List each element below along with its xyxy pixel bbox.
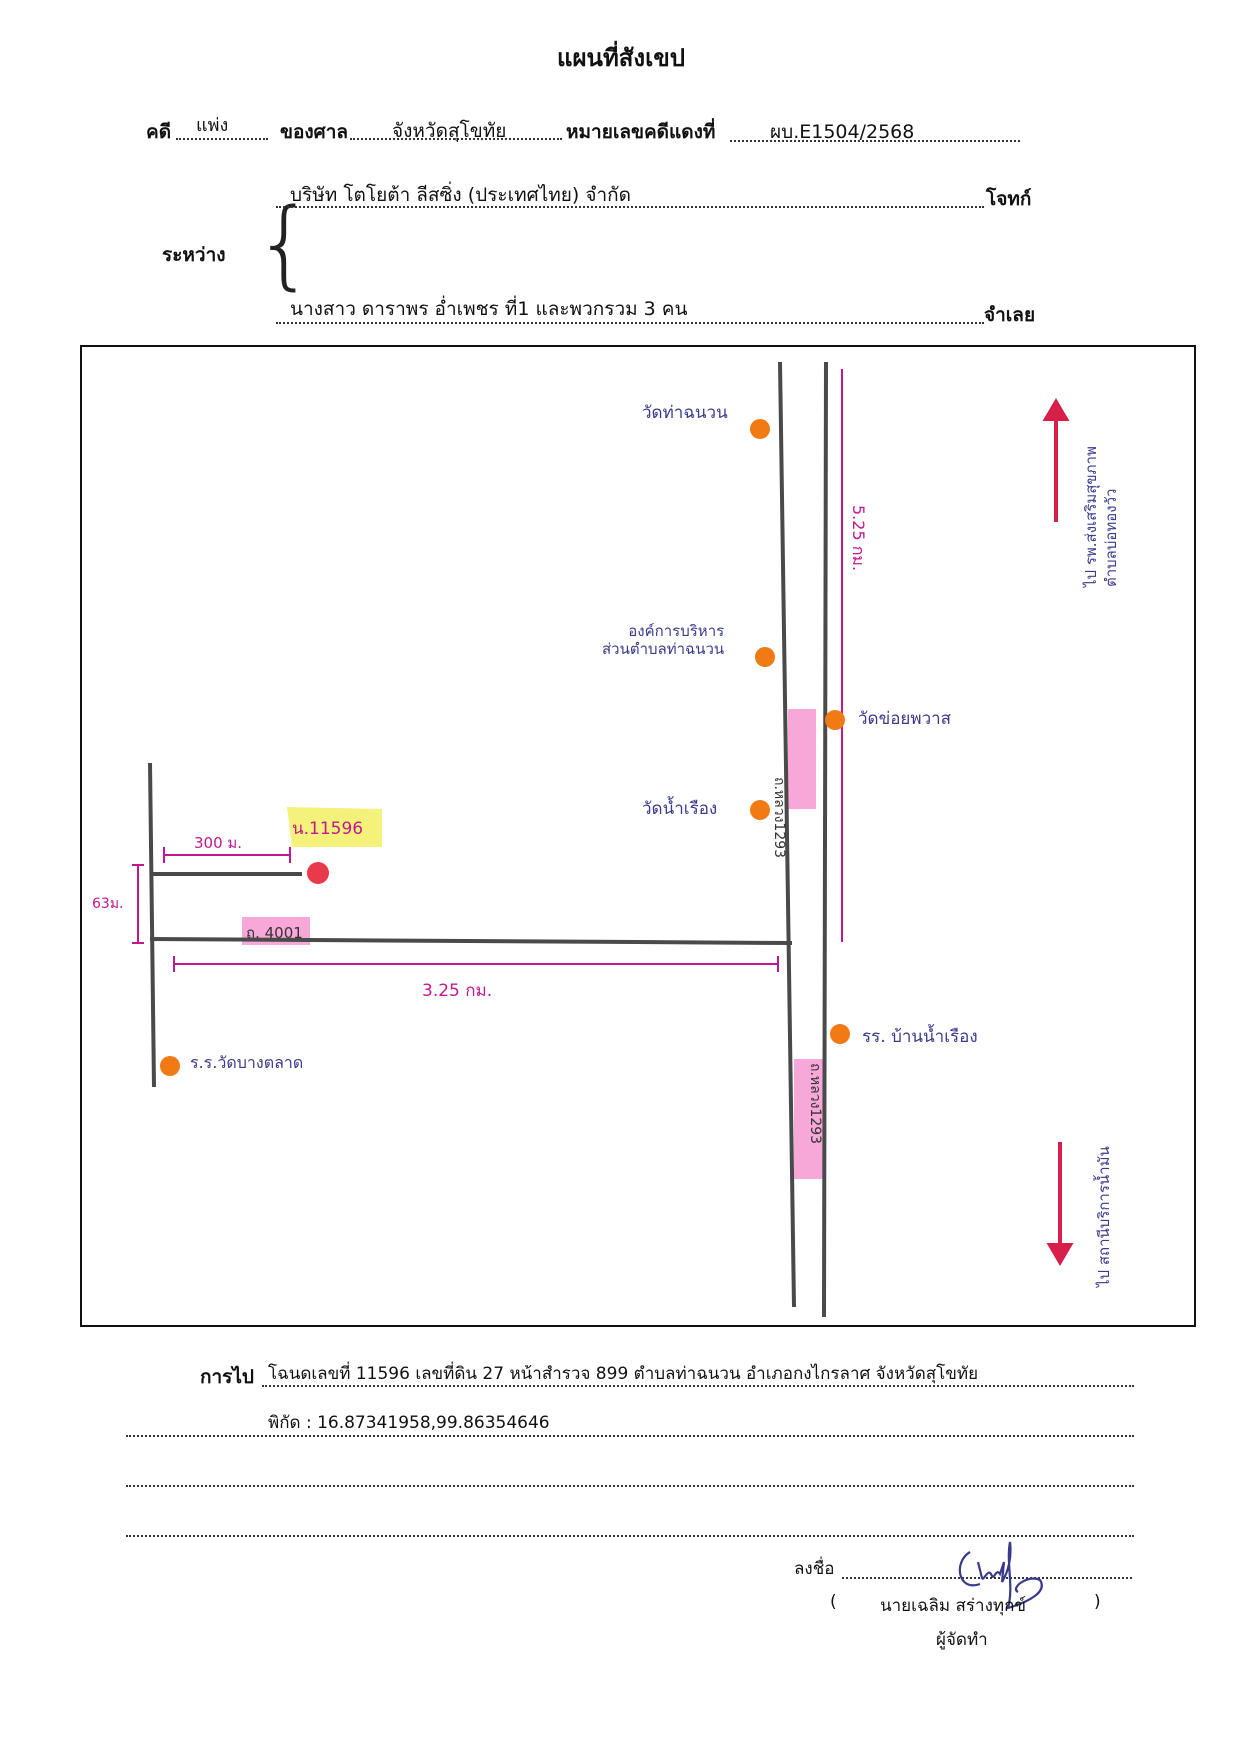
road-4001 xyxy=(149,937,793,945)
coords-text: พิกัด : 16.87341958,99.86354646 xyxy=(268,1413,550,1433)
coords-line xyxy=(126,1431,1134,1437)
label-dir-north: ไป รพ.ส่งเสริมสุขภาพ ตำบลบ่อทองวัว xyxy=(1082,446,1120,587)
label-parcel: น.11596 xyxy=(292,819,364,839)
plaintiff-role: โจทก์ xyxy=(986,188,1032,210)
dot-parcel xyxy=(307,862,329,884)
label-sao: องค์การบริหาร ส่วนตำบลท่าฉนวน xyxy=(602,622,725,658)
plaintiff-name: บริษัท โตโยต้า ลีสซิ่ง (ประเทศไทย) จำกัด xyxy=(290,184,632,206)
signer-role: ผู้จัดทำ xyxy=(936,1630,988,1650)
highway-highlight-bottom xyxy=(794,1059,826,1179)
label-dist-325: 3.25 กม. xyxy=(422,981,493,1001)
directions-line xyxy=(262,1381,1134,1387)
plaintiff-line xyxy=(276,202,984,208)
direction-arrows xyxy=(1042,398,1074,1266)
signer-open: ( xyxy=(830,1592,837,1612)
label-road-1293-top: ถ.หลวง1293 xyxy=(771,777,787,859)
signer-close: ) xyxy=(1094,1592,1101,1612)
left-road xyxy=(148,762,156,1088)
directions-label: การไป xyxy=(200,1366,254,1388)
label-school-market: ร.ร.วัดบางตลาด xyxy=(190,1053,304,1072)
parcel-highlight xyxy=(287,807,382,847)
map-drawing xyxy=(132,361,1074,1318)
court-line xyxy=(350,132,562,140)
dot-wat-khom xyxy=(825,710,845,730)
red-case-label: หมายเลขคดีแดงที่ xyxy=(566,121,716,143)
between-label: ระหว่าง xyxy=(162,244,226,266)
measurements xyxy=(132,369,843,972)
label-dist-63: 63ม. xyxy=(92,896,124,912)
highway-left-edge xyxy=(778,361,796,1308)
defendant-role: จำเลย xyxy=(984,304,1036,326)
dot-wat-tha-chanuan xyxy=(750,419,770,439)
signer-name: นายเฉลิม สร่างทุกข์ xyxy=(880,1596,1027,1616)
blank-line-2 xyxy=(126,1531,1134,1537)
label-wat-nam-rueang: วัดน้ำเรือง xyxy=(642,799,718,819)
label-dir-south: ไป สถานีบริการน้ำมัน xyxy=(1095,1146,1113,1287)
label-school: รร. บ้านน้ำเรือง xyxy=(862,1027,978,1047)
label-road-4001: ถ. 4001 xyxy=(246,924,303,942)
label-dist-300: 300 ม. xyxy=(194,834,243,852)
dot-sao xyxy=(755,647,775,667)
defendant-line xyxy=(276,318,984,324)
dot-wat-nam-rueang xyxy=(750,800,770,820)
case-type: แพ่ง xyxy=(196,115,229,136)
dot-school xyxy=(830,1024,850,1044)
defendant-name: นางสาว ดาราพร อ่ำเพชร ที่1 และพวกรวม 3 ค… xyxy=(290,298,688,320)
red-case-no: ผบ.E1504/2568 xyxy=(770,121,915,143)
highway-highlight-top xyxy=(788,709,816,809)
court-label: ของศาล xyxy=(280,121,349,143)
dot-school-market xyxy=(160,1056,180,1076)
sign-label: ลงชื่อ xyxy=(794,1559,835,1579)
signature xyxy=(958,1541,1043,1610)
label-wat-khom: วัดข่อยพวาส xyxy=(858,709,952,729)
page-title: แผนที่สังเขป xyxy=(557,44,685,72)
label-wat-tha-chanuan: วัดท่าฉนวน xyxy=(642,403,728,423)
brace: { xyxy=(254,188,316,300)
directions-text: โฉนดเลขที่ 11596 เลขที่ดิน 27 หน้าสำรวจ … xyxy=(268,1364,979,1384)
label-road-1293-bottom: ถ.หลวง1293 xyxy=(807,1063,823,1145)
highway-right-edge xyxy=(822,361,828,1318)
case-label: คดี xyxy=(146,121,172,143)
case-type-line xyxy=(176,132,268,140)
red-case-line xyxy=(730,134,1020,142)
label-dist-5-25: 5.25 กม. xyxy=(849,505,868,572)
sketch-map: วัดท่าฉนวน องค์การบริหาร ส่วนตำบลท่าฉนวน… xyxy=(80,345,1196,1327)
court-name: จังหวัดสุโขทัย xyxy=(392,120,507,142)
sign-line xyxy=(842,1573,1132,1579)
blank-line-1 xyxy=(126,1481,1134,1487)
